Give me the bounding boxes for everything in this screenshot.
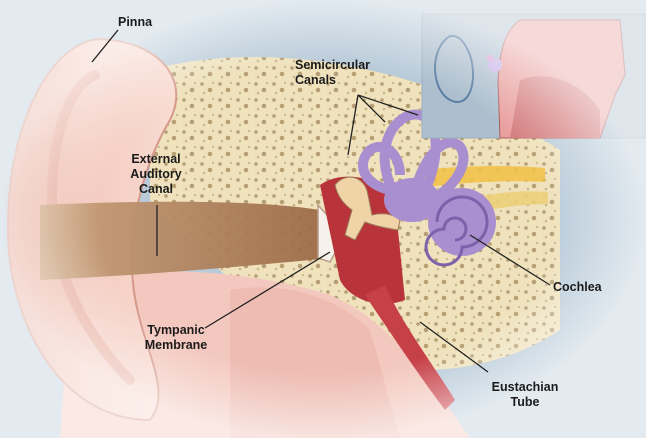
- tympanic-membrane-label: Tympanic Membrane: [134, 323, 218, 353]
- external-auditory-canal-label: External Auditory Canal: [120, 152, 192, 197]
- tympanic-leader: [204, 251, 331, 329]
- eustachian-tube-label: Eustachian Tube: [480, 380, 570, 410]
- eustachian-label-line2: Tube: [510, 395, 540, 409]
- external-label-line1: External: [131, 152, 181, 166]
- cochlea-label-text: Cochlea: [553, 280, 602, 294]
- semicircular-leader-c: [357, 94, 419, 116]
- tympanic-label-line2: Membrane: [144, 338, 208, 352]
- external-label-line3: Canal: [138, 182, 174, 196]
- cochlea-leader: [469, 234, 551, 286]
- eustachian-label-line1: Eustachian: [491, 380, 559, 394]
- cochlea-label: Cochlea: [553, 280, 602, 295]
- leader-lines: [91, 29, 551, 373]
- semicircular-label-line1: Semicircular: [295, 58, 371, 72]
- semicircular-canals-label: Semicircular Canals: [295, 58, 370, 88]
- external-label-line2: Auditory: [130, 167, 182, 181]
- semicircular-label-line2: Canals: [295, 73, 336, 87]
- tympanic-label-line1: Tympanic: [147, 323, 205, 337]
- pinna-label: Pinna: [118, 15, 152, 30]
- pinna-leader: [91, 29, 119, 63]
- pinna-label-text: Pinna: [118, 15, 153, 29]
- eustachian-leader: [419, 321, 489, 373]
- semicircular-leader-b: [357, 94, 386, 123]
- semicircular-leader-a: [347, 94, 359, 156]
